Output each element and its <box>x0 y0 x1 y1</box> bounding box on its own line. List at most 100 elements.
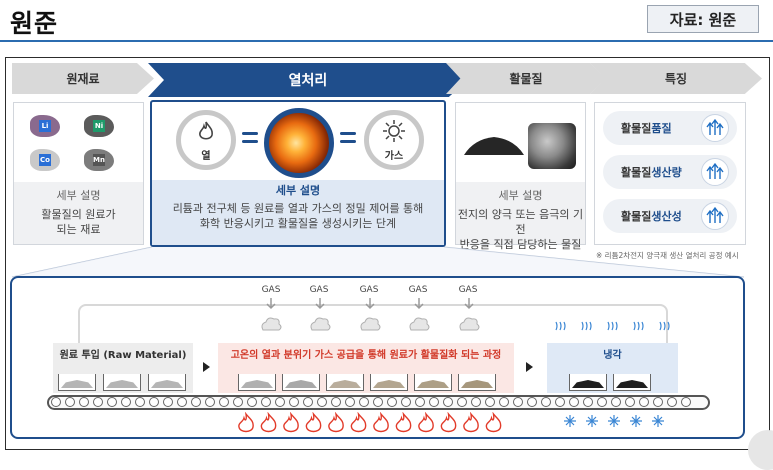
flame-icon <box>395 412 412 433</box>
furnace-image <box>264 108 334 178</box>
flow-arrow-icon <box>203 362 210 372</box>
roller <box>597 397 607 407</box>
page-title: 원준 <box>10 9 59 38</box>
roller <box>79 397 89 407</box>
roller <box>331 397 341 407</box>
connector <box>340 140 356 143</box>
feature-item-quality: 활물질 품질 <box>603 111 737 145</box>
header-divider <box>0 40 773 42</box>
flame-row <box>238 412 502 433</box>
tray <box>326 374 364 391</box>
gas-label: 가스 <box>384 151 404 162</box>
heat-treatment-panel: 열 가스 세부 설명 리튬과 전구체 등 원료를 열과 가스의 정밀 제어를 통… <box>150 100 446 247</box>
flame-icon <box>283 412 299 433</box>
roller <box>163 397 173 407</box>
gas-circle: 가스 <box>364 110 424 170</box>
roller <box>415 397 425 407</box>
roller <box>555 397 565 407</box>
flame-icon <box>260 412 277 433</box>
stage-active-material: 활물질 <box>446 63 606 94</box>
snowflake-icon <box>652 415 664 427</box>
connector <box>340 132 356 135</box>
roller <box>317 397 327 407</box>
lithium-mineral-icon: Li <box>30 115 60 137</box>
flame-icon <box>418 412 434 433</box>
roller <box>401 397 411 407</box>
tray <box>370 374 408 391</box>
flame-icon <box>463 412 479 433</box>
tray <box>458 374 496 391</box>
roller <box>289 397 299 407</box>
stage-raw-material: 원재료 <box>12 63 154 94</box>
roller <box>527 397 537 407</box>
snowflake-icon <box>630 415 642 427</box>
roller <box>583 397 593 407</box>
roller <box>359 397 369 407</box>
roller <box>65 397 75 407</box>
tray <box>148 374 186 391</box>
active-material-panel: 세부 설명 전지의 양극 또는 음극의 기전 반응을 직접 담당하는 물질 <box>455 102 586 251</box>
gas-label: GAS <box>359 285 379 295</box>
feature-item-production: 활물질 생산량 <box>603 155 737 189</box>
roller <box>457 397 467 407</box>
gas-vents <box>261 298 480 331</box>
roller <box>303 397 313 407</box>
roller <box>653 397 663 407</box>
footnote: ※ 리튬2차전지 양극재 생산 열처리 공정 예시 <box>596 251 739 260</box>
flame-icon <box>199 121 213 140</box>
roller <box>499 397 509 407</box>
cobalt-mineral-icon: Co <box>30 149 60 171</box>
flame-icon <box>485 412 502 433</box>
roller <box>121 397 131 407</box>
tray <box>58 374 96 391</box>
roller <box>135 397 145 407</box>
heat-label: 열 <box>201 151 211 162</box>
cooling-waves <box>555 321 670 331</box>
nickel-mineral-icon: Ni <box>84 115 114 137</box>
pipe-right-leg <box>666 312 668 344</box>
gas-label: GAS <box>458 285 478 295</box>
roller <box>485 397 495 407</box>
roller <box>345 397 355 407</box>
roller <box>443 397 453 407</box>
tray <box>103 374 141 391</box>
source-label: 자료: 원준 <box>647 5 759 33</box>
heat-circle: 열 <box>176 110 236 170</box>
stage-heat-treatment: 열처리 <box>148 63 468 97</box>
active-panel-footer: 세부 설명 전지의 양극 또는 음극의 기전 반응을 직접 담당하는 물질 <box>456 182 585 251</box>
snowflake-icon <box>564 415 576 427</box>
roller <box>247 397 257 407</box>
roller <box>513 397 523 407</box>
flame-icon <box>328 412 344 433</box>
roller <box>681 397 691 407</box>
flame-icon <box>440 412 457 433</box>
manganese-mineral-icon: Mn <box>84 149 114 171</box>
flame-icon <box>305 412 322 433</box>
roller <box>667 397 677 407</box>
funnel-connector <box>11 246 745 278</box>
flame-icon <box>350 412 367 433</box>
cooling-zone: 냉각 <box>547 343 678 393</box>
roller <box>569 397 579 407</box>
tray <box>414 374 452 391</box>
roller <box>93 397 103 407</box>
roller <box>387 397 397 407</box>
stage-feature: 특징 <box>590 63 762 94</box>
heat-panel-footer: 세부 설명 리튬과 전구체 등 원료를 열과 가스의 정밀 제어를 통해 화학 … <box>152 180 444 245</box>
powder-pile-image <box>464 137 524 155</box>
roller <box>177 397 187 407</box>
pipe-left-leg <box>78 312 80 344</box>
roller <box>219 397 229 407</box>
connector <box>242 132 258 135</box>
flow-arrow-icon <box>526 362 533 372</box>
feature-item-productivity: 활물질 생산성 <box>603 199 737 233</box>
roller <box>205 397 215 407</box>
roller <box>149 397 159 407</box>
particle-micrograph-image <box>528 123 576 169</box>
roller <box>541 397 551 407</box>
roller <box>51 397 61 407</box>
roller <box>233 397 243 407</box>
flame-icon <box>238 412 254 433</box>
gas-burst-icon <box>383 120 405 142</box>
raw-material-panel: Li Ni Co Mn 세부 설명 활물질의 원료가 되는 재료 <box>13 102 144 245</box>
